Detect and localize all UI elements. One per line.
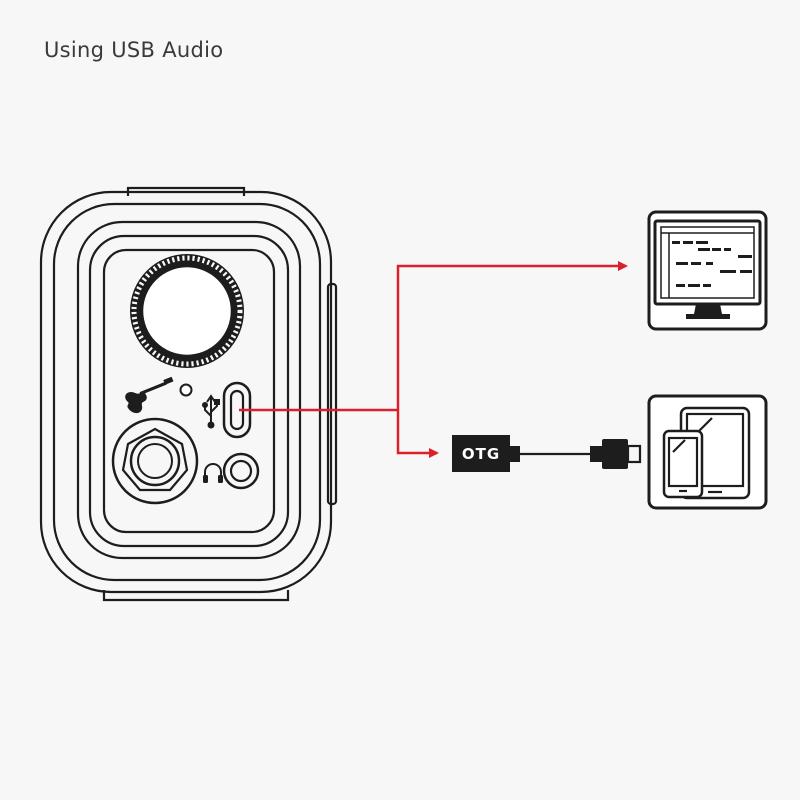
otg-cable	[520, 439, 642, 469]
device-face-ring-2	[88, 234, 290, 548]
headphone-jack	[222, 452, 260, 490]
otg-label: OTG	[462, 445, 500, 463]
usb-icon	[202, 394, 220, 429]
device-shell-inner	[52, 202, 322, 582]
daw-timeline-clips	[672, 241, 752, 287]
phone-icon	[662, 429, 704, 499]
device-bottom-foot	[102, 590, 290, 602]
mobile-devices-icon	[647, 394, 768, 510]
audio-interface-device	[39, 186, 338, 602]
usb-signal-routing	[239, 261, 628, 458]
guitar-icon	[125, 376, 174, 414]
device-face-panel	[102, 248, 276, 534]
volume-knob	[130, 254, 244, 368]
device-face-ring-1	[76, 220, 302, 560]
device-shell-outer	[39, 190, 333, 594]
diagram-title: Using USB Audio	[44, 38, 224, 62]
otg-adapter: OTG	[452, 435, 520, 472]
arrow-to-computer	[396, 261, 628, 410]
headphones-icon	[203, 463, 223, 483]
indicator-led	[179, 383, 193, 397]
instrument-input-jack	[111, 417, 199, 505]
arrow-to-otg-adapter	[396, 410, 439, 458]
desktop-computer-icon	[647, 210, 768, 331]
